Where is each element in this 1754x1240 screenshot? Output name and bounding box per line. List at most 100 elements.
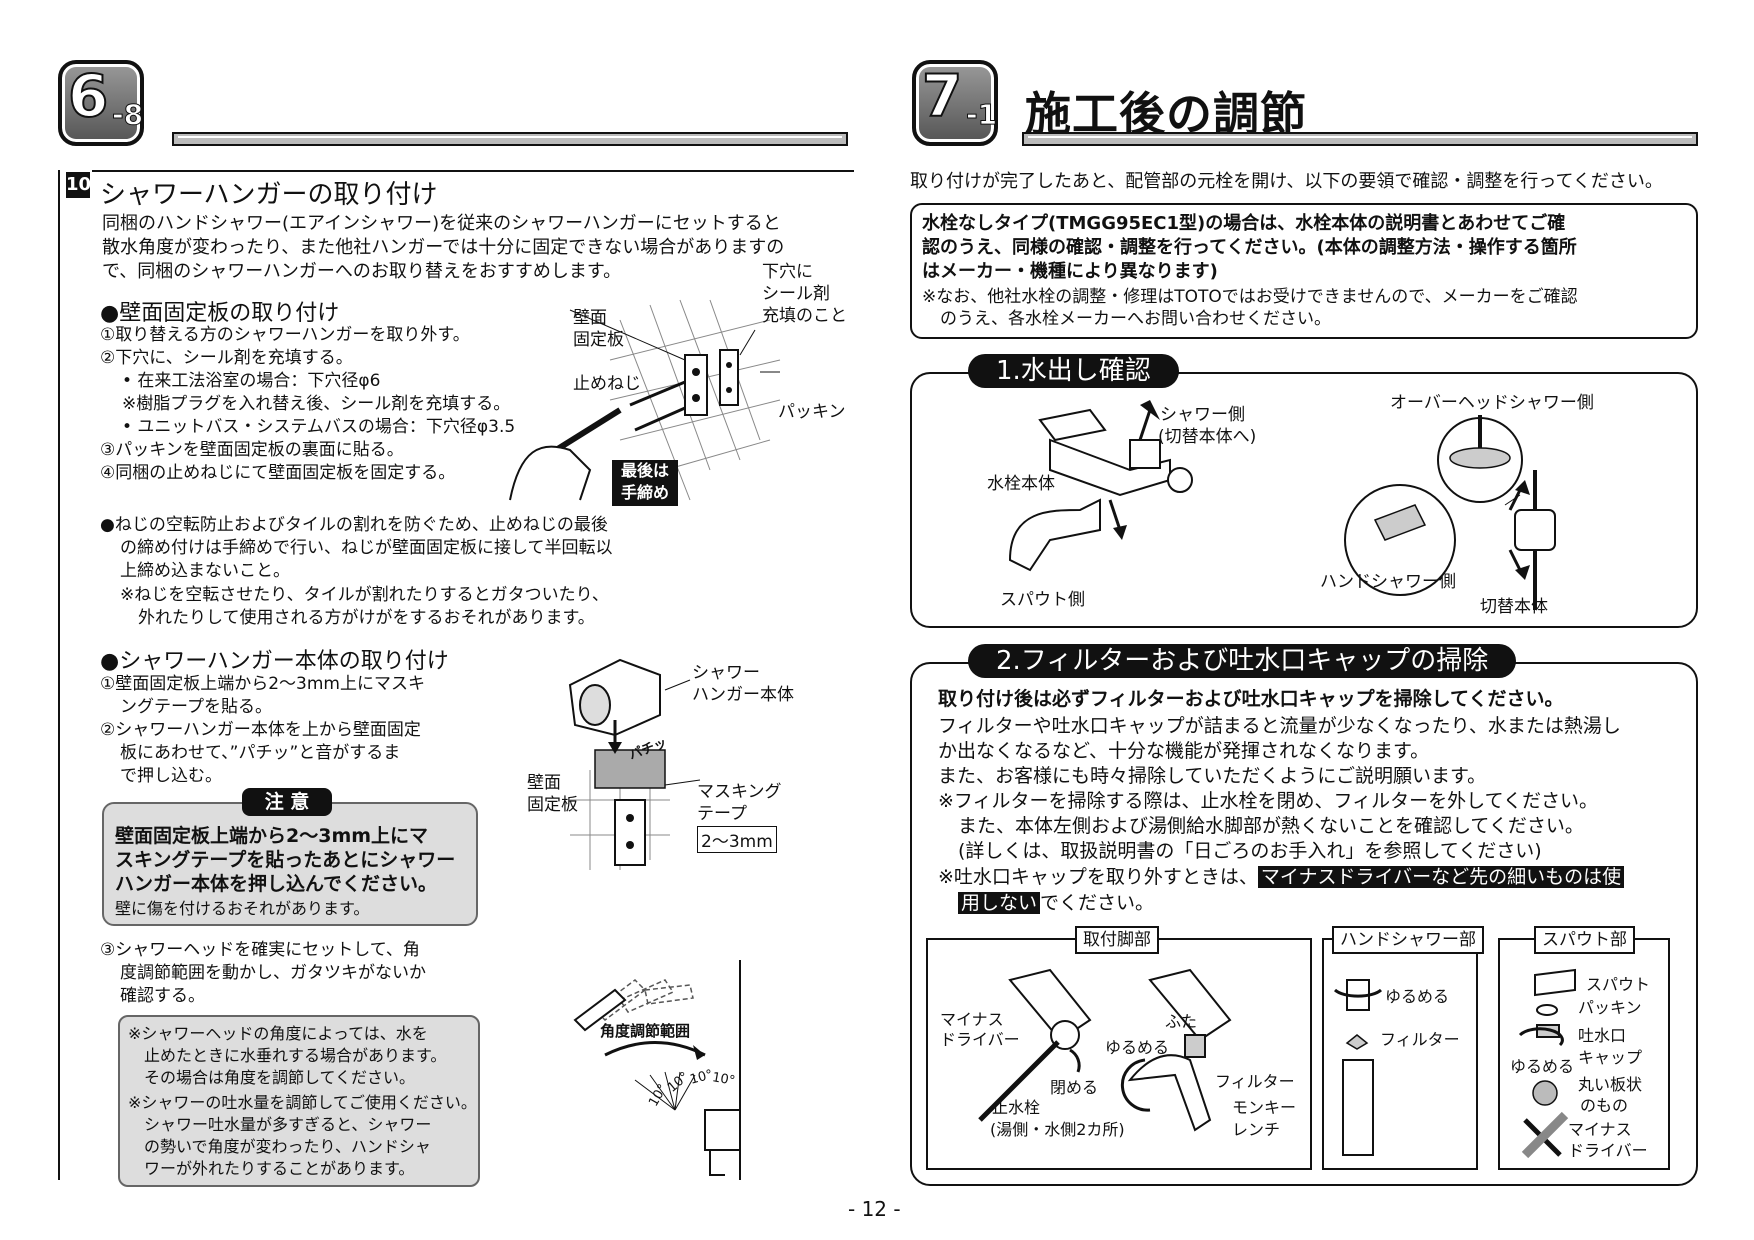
- wall-step-2b: ※樹脂プラグを入れ替え後、シール剤を充填する。: [122, 394, 511, 414]
- caution-bold-1: 壁面固定板上端から2〜3mm上にマ: [115, 825, 429, 847]
- sec2-bold: 取り付け後は必ずフィルターおよび吐水口キャップを掃除してください。: [938, 688, 1564, 710]
- switch-figure: [1344, 415, 1556, 610]
- label-spout-side: スパウト側: [1000, 590, 1085, 610]
- p2-filter: フィルター: [1380, 1030, 1460, 1049]
- hanger-step-1b: ングテープを貼る。: [120, 697, 272, 717]
- mount-leg-figure: [978, 968, 1232, 1132]
- angle-range-label: 角度調節範囲: [600, 1022, 691, 1040]
- sec2-highlight-1: マイナスドライバーなど先の細いものは使: [1257, 866, 1625, 888]
- wall-plate-figure: [509, 299, 781, 501]
- wall-step-2a: • 在来工法浴室の場合：下穴径φ6: [122, 371, 381, 391]
- hanger-figure: [568, 658, 701, 870]
- fig2-hanger-label-1: シャワー: [692, 663, 760, 683]
- notes-line-7: ワーが外れたりすることがあります。: [144, 1159, 415, 1178]
- hanger-step-1a: ①壁面固定板上端から2〜3mm上にマスキ: [100, 674, 425, 694]
- label-shower-side-2: (切替本体へ): [1158, 427, 1257, 447]
- p1-stopcock-2: (湯側・水側2カ所): [990, 1120, 1125, 1139]
- wall-step-2: ②下穴に、シール剤を充填する。: [100, 348, 353, 368]
- caution-bold-2: スキングテープを貼ったあとにシャワー: [115, 849, 456, 871]
- sec2-line-8-post: でください。: [1040, 892, 1155, 914]
- section-1-box: [910, 372, 1698, 628]
- right-intro: 取り付けが完了したあと、配管部の元栓を開け、以下の要領で確認・調整を行ってくださ…: [910, 171, 1663, 192]
- screw-note-3: 上締め込まないこと。: [120, 561, 290, 581]
- sec2-line-5: また、本体左側および湯側給水脚部が熱くないことを確認してください。: [958, 815, 1584, 837]
- caution-title: 注 意: [242, 788, 332, 816]
- p1-loosen: ゆるめる: [1105, 1038, 1170, 1057]
- p3-cap-2: キャップ: [1578, 1048, 1643, 1067]
- fig2-plate-label-2: 固定板: [527, 795, 578, 815]
- label-hand-side: ハンドシャワー側: [1320, 572, 1456, 592]
- intro-line-2: 散水角度が変わったり、また他社ハンガーでは十分に固定できない場合がありますの: [102, 237, 785, 258]
- header-bar-right: [1022, 132, 1698, 146]
- intro-line-1: 同梱のハンドシャワー(エアインシャワー)を従来のシャワーハンガーにセットすると: [102, 213, 781, 234]
- badge-number: 7: [921, 61, 963, 131]
- badge-sub-number: -1: [965, 98, 998, 132]
- sec2-line-8: 用しないでください。: [958, 892, 1154, 915]
- p3-driver-2: ドライバー: [1568, 1141, 1648, 1160]
- label-shower-side-1: シャワー側: [1160, 405, 1245, 425]
- p1-wrench-1: モンキー: [1232, 1098, 1297, 1117]
- fig2-tape-label-1: マスキング: [697, 782, 782, 802]
- fig2-tape-label-2: テープ: [697, 804, 747, 824]
- notice-bold-2: 認のうえ、同様の確認・調整を行ってください。(本体の調整方法・操作する箇所: [922, 237, 1577, 258]
- p2-loosen: ゆるめる: [1385, 987, 1450, 1006]
- section-2-title: 2.フィルターおよび吐水口キャップの掃除: [968, 644, 1517, 678]
- p3-cap-1: 吐水口: [1578, 1026, 1627, 1045]
- panel-spout-title: スパウト部: [1534, 926, 1635, 954]
- angle-range-figure: [573, 960, 741, 1180]
- notice-note-2: のうえ、各水栓メーカーへお問い合わせください。: [940, 309, 1331, 329]
- hand-tighten-line-1: 最後は: [620, 461, 669, 480]
- step3-line-1: ③シャワーヘッドを確実にセットして、角: [100, 940, 420, 960]
- step3-line-2: 度調節範囲を動かし、ガタツキがないか: [120, 963, 426, 983]
- label-overhead: オーバーヘッドシャワー側: [1390, 393, 1594, 413]
- p1-wrench-2: レンチ: [1232, 1120, 1281, 1139]
- wall-step-1: ①取り替える方のシャワーハンガーを取り外す。: [100, 325, 470, 345]
- caution-bold-3: ハンガー本体を押し込んでください。: [115, 873, 438, 895]
- sec2-line-2: か出なくなるなど、十分な機能が発揮されなくなります。: [938, 740, 1430, 762]
- fig2-plate-label-1: 壁面: [527, 773, 561, 793]
- section-1-title: 1.水出し確認: [968, 354, 1179, 388]
- p1-lid: ふた: [1165, 1012, 1198, 1031]
- step-title-rule: [92, 170, 854, 172]
- label-faucet-body: 水栓本体: [987, 474, 1055, 494]
- wall-step-2c: • ユニットバス・システムバスの場合：下穴径φ3.5: [122, 417, 516, 437]
- p1-driver-2: ドライバー: [940, 1030, 1020, 1049]
- sec2-line-3: また、お客様にも時々掃除していただくようにご説明願います。: [938, 765, 1487, 787]
- p3-driver-1: マイナス: [1568, 1120, 1632, 1139]
- screw-note-5: 外れたりして使用される方がけがをするおそれがあります。: [138, 608, 595, 628]
- p3-round-2: のもの: [1580, 1096, 1629, 1115]
- badge-number: 6: [67, 61, 109, 131]
- hanger-step-2c: で押し込む。: [120, 766, 222, 786]
- screw-note-2: の締め付けは手締めで行い、ねじが壁面固定板に接して半回転以: [120, 538, 613, 558]
- fig2-gap-label: 2〜3mm: [697, 826, 777, 853]
- label-switch-body: 切替本体: [1480, 597, 1548, 617]
- notes-line-1: ※シャワーヘッドの角度によっては、水を: [128, 1024, 428, 1043]
- notice-box: [910, 203, 1698, 339]
- section-badge-7-1: 7 -1: [912, 60, 998, 146]
- header-bar-left: [172, 132, 848, 146]
- fig1-packing-label: パッキン: [778, 402, 846, 422]
- sec2-highlight-2: 用しない: [958, 892, 1041, 914]
- fig1-hole-label-2: シール剤: [762, 284, 830, 304]
- p3-round-1: 丸い板状: [1578, 1075, 1643, 1094]
- left-margin-rule: [58, 170, 60, 1180]
- section-title: シャワーハンガーの取り付け: [100, 180, 438, 210]
- wall-step-4: ④同梱の止めねじにて壁面固定板を固定する。: [100, 463, 456, 483]
- sec2-line-1: フィルターや吐水口キャップが詰まると流量が少なくなったり、水または熱湯し: [938, 715, 1621, 737]
- p1-close: 閉める: [1050, 1078, 1099, 1097]
- step-number-box: 10: [66, 172, 91, 198]
- notes-line-5: シャワー吐水量が多すぎると、シャワー: [144, 1115, 432, 1134]
- sec2-line-7: ※吐水口キャップを取り外すときは、マイナスドライバーなど先の細いものは使: [938, 866, 1625, 889]
- hanger-heading: ●シャワーハンガー本体の取り付け: [100, 649, 449, 674]
- spout-figure: [1518, 968, 1576, 1159]
- p3-loosen: ゆるめる: [1510, 1057, 1575, 1076]
- hand-tighten-line-2: 手締め: [620, 483, 669, 502]
- intro-line-3: で、同梱のシャワーハンガーへのお取り替えをおすすめします。: [102, 261, 622, 282]
- fig1-plate-label-1: 壁面: [573, 308, 607, 328]
- hand-shower-figure: [1333, 979, 1383, 1156]
- sec2-line-6: (詳しくは、取扱説明書の「日ごろのお手入れ」を参照してください): [958, 840, 1542, 862]
- p1-driver-1: マイナス: [940, 1010, 1004, 1029]
- faucet-figure: [1008, 400, 1193, 572]
- hand-tighten-badge: 最後は 手締め: [612, 460, 678, 506]
- section-badge-6-8: 6 -8: [58, 60, 144, 146]
